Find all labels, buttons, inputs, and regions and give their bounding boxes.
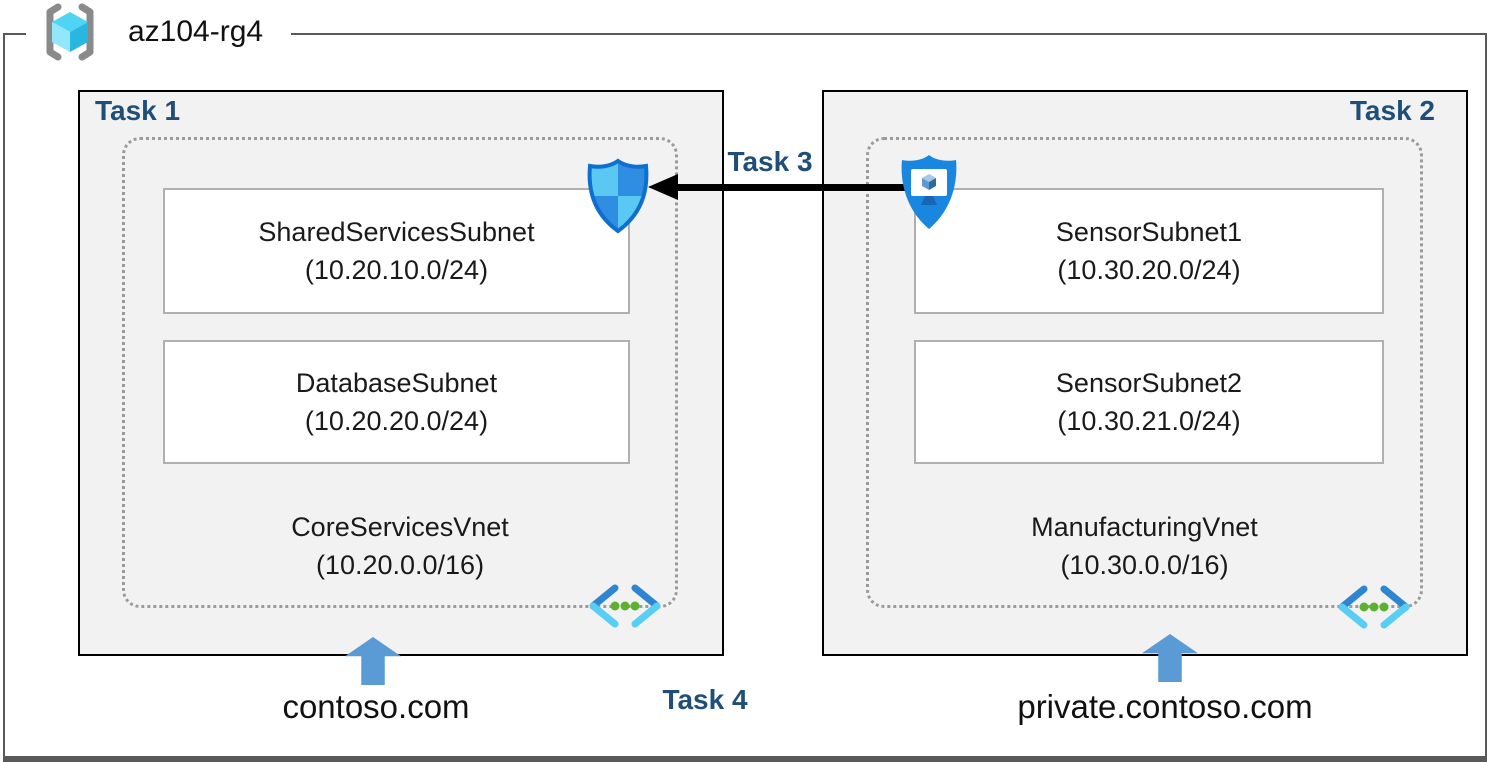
vnet-cidr: (10.20.0.0/16) (315, 550, 485, 580)
database-subnet-box: DatabaseSubnet (10.20.20.0/24) (163, 340, 630, 464)
subnet-name: SensorSubnet2 (1055, 368, 1243, 398)
manufacturing-vnet-boundary (866, 137, 1423, 608)
vnet-name: CoreServicesVnet (291, 512, 509, 542)
arrow-head-left-icon (648, 174, 678, 200)
shared-services-subnet-box: SharedServicesSubnet (10.20.10.0/24) (163, 188, 630, 314)
task3-arrow (648, 174, 935, 200)
core-services-vnet-label: CoreServicesVnet (10.20.0.0/16) (122, 508, 678, 584)
subnet-name: DatabaseSubnet (295, 368, 498, 398)
network-security-group-icon (587, 158, 649, 234)
private-contoso-dns-label: private.contoso.com (1017, 688, 1313, 725)
vnet-cidr: (10.30.0.0/16) (1060, 550, 1229, 580)
arrow-shaft (674, 184, 935, 191)
subnet-cidr: (10.20.10.0/24) (304, 255, 489, 285)
sensor-subnet1-box: SensorSubnet1 (10.30.20.0/24) (914, 188, 1384, 314)
virtual-network-icon (589, 584, 661, 628)
contoso-dns-label: contoso.com (282, 688, 470, 725)
bastion-icon (901, 155, 957, 229)
subnet-cidr: (10.30.20.0/24) (1057, 255, 1241, 285)
subnet-cidr: (10.30.21.0/24) (1057, 406, 1241, 436)
core-services-vnet-boundary (122, 137, 678, 608)
resource-group-name: az104-rg4 (128, 15, 264, 48)
task1-label: Task 1 (95, 95, 181, 126)
manufacturing-vnet-label: ManufacturingVnet (10.30.0.0/16) (866, 508, 1423, 584)
resource-group-header: az104-rg4 (26, 0, 292, 64)
task2-label: Task 2 (1349, 95, 1435, 126)
resource-group-icon (46, 3, 94, 61)
sensor-subnet2-box: SensorSubnet2 (10.30.21.0/24) (914, 340, 1384, 464)
task4-label: Task 4 (662, 684, 748, 715)
task3-label: Task 3 (727, 146, 813, 177)
virtual-network-icon (1338, 585, 1410, 629)
subnet-name: SensorSubnet1 (1055, 217, 1243, 247)
vnet-name: ManufacturingVnet (1031, 512, 1258, 542)
subnet-cidr: (10.20.20.0/24) (304, 406, 489, 436)
resource-group-frame (3, 33, 1487, 762)
subnet-name: SharedServicesSubnet (258, 217, 535, 247)
